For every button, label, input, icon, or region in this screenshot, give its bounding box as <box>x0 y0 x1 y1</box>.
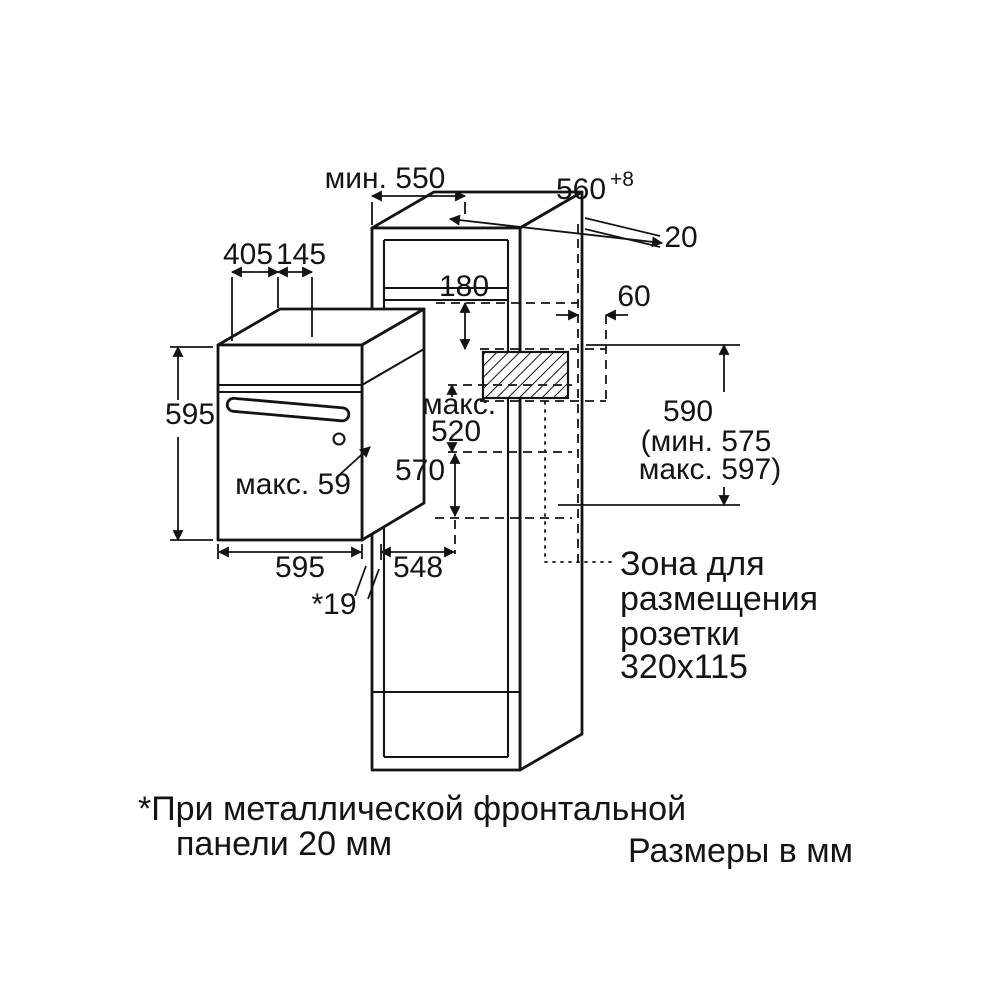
footnote-line2: панели 20 мм <box>176 825 392 863</box>
dim-590-label: 590 <box>663 395 713 428</box>
dim-590-min-label: (мин. 575 <box>641 425 772 458</box>
socket-note-size: 320x115 <box>620 648 748 686</box>
dim-19-label: *19 <box>311 588 356 621</box>
dim-595-width-label: 595 <box>275 551 325 584</box>
dim-min-550-label: мин. 550 <box>325 162 446 195</box>
dim-180: 180 <box>439 270 489 351</box>
dim-180-label: 180 <box>439 270 489 303</box>
units-note: Размеры в мм <box>628 832 853 870</box>
dim-max-520-label: 520 <box>431 415 481 448</box>
dim-max-520-prefix: макс. <box>422 388 496 421</box>
dim-595-height-label: 595 <box>165 398 215 431</box>
dim-405-label: 405 <box>223 238 273 271</box>
socket-zone-hatch <box>481 350 570 400</box>
dim-min-550: мин. 550 <box>325 162 467 225</box>
socket-note-line3: розетки <box>620 615 740 653</box>
oven-handle <box>225 396 351 423</box>
dim-20-label: 20 <box>664 221 697 254</box>
socket-zone-note: Зона для размещения розетки 320x115 <box>620 545 818 686</box>
oven-knob <box>332 432 346 446</box>
dim-570: 570 <box>395 452 461 518</box>
dim-560-tolerance: +8 <box>610 168 634 191</box>
socket-note-line1: Зона для <box>620 545 765 583</box>
dim-590-max-label: макс. 597) <box>639 453 782 486</box>
dim-570-label: 570 <box>395 454 445 487</box>
dim-145-label: 145 <box>276 238 326 271</box>
dim-19: *19 <box>311 565 380 621</box>
oven-outline <box>216 307 426 542</box>
dim-405-145: 405 145 <box>223 238 326 341</box>
footnote: *При металлической фронтальной панели 20… <box>138 790 686 863</box>
footnote-line1: *При металлической фронтальной <box>138 790 686 828</box>
dim-595-height: 595 <box>165 345 215 542</box>
dim-60-label: 60 <box>617 280 650 313</box>
socket-zone <box>480 315 615 563</box>
dim-max-59: макс. 59 <box>235 446 371 501</box>
dim-max-59-label: макс. 59 <box>235 468 351 501</box>
dim-560-label: 560 <box>556 173 606 206</box>
dim-max-520: макс. 520 <box>422 383 496 454</box>
dim-20: 20 <box>584 217 698 254</box>
socket-zone-leader <box>544 401 615 563</box>
dim-60: 60 <box>556 280 651 321</box>
dim-595-width: 595 <box>217 544 363 584</box>
socket-note-line2: размещения <box>620 580 818 618</box>
dim-548: 548 <box>379 544 456 584</box>
dim-548-label: 548 <box>393 551 443 584</box>
dim-590: 590 (мин. 575 макс. 597) <box>558 343 782 507</box>
